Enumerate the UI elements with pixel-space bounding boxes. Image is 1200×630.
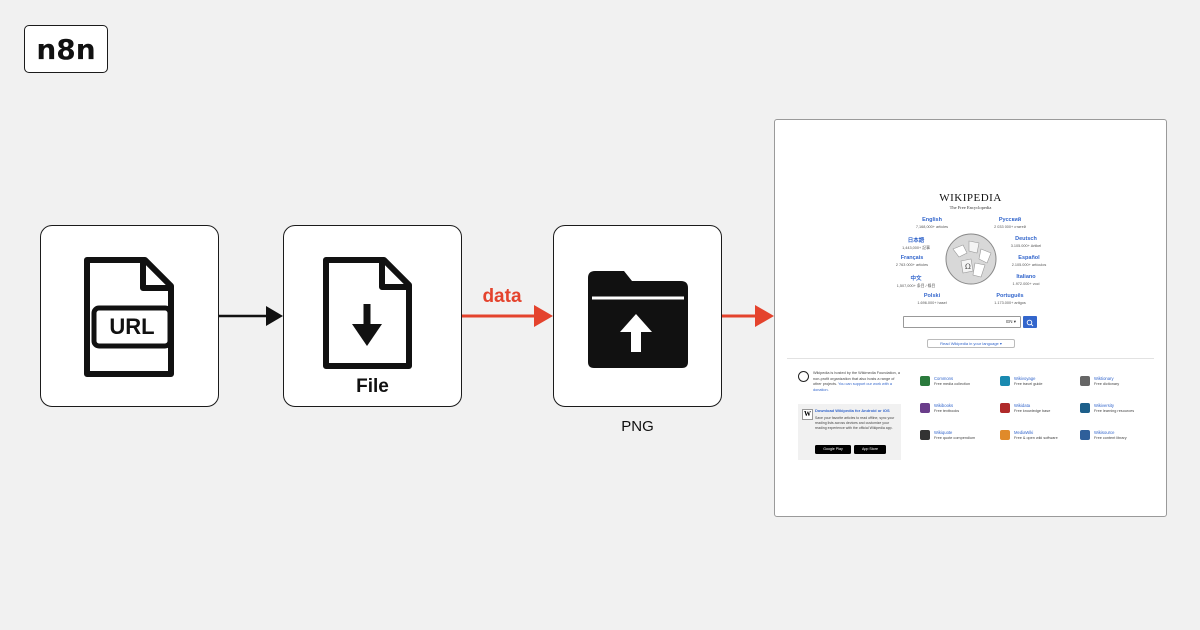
edge-url-to-file (219, 306, 283, 326)
mediawiki-icon (1000, 430, 1010, 440)
png-label: PNG (621, 418, 654, 435)
svg-text:Ω: Ω (965, 263, 971, 271)
edge-file-to-png (452, 305, 553, 327)
wikiversity-icon (1080, 403, 1090, 413)
app-store-button[interactable]: App Store (854, 445, 886, 454)
search-icon (1026, 319, 1034, 327)
n8n-logo: n8n (24, 25, 108, 73)
file-node[interactable]: File (283, 225, 462, 407)
download-title[interactable]: Download Wikipedia for Android or iOS (815, 408, 890, 413)
folder-upload-icon (588, 271, 688, 368)
search-input[interactable]: EN ▾ (903, 316, 1021, 328)
search-button[interactable] (1023, 316, 1037, 328)
wikipedia-w-icon: W (802, 409, 813, 420)
download-text: Save your favorite articles to read offl… (815, 416, 895, 430)
search-language-select[interactable]: EN ▾ (1006, 319, 1016, 324)
png-node[interactable] (553, 225, 722, 407)
wiktionary-icon (1080, 376, 1090, 386)
url-icon-text: URL (109, 314, 155, 339)
wikiquote-icon (920, 430, 930, 440)
file-label: File (356, 376, 389, 397)
donation-link[interactable]: You can support our work with a donation… (813, 382, 892, 392)
edge-png-to-screenshot (722, 305, 774, 327)
google-play-button[interactable]: Google Play (815, 445, 851, 454)
url-file-icon (84, 257, 174, 377)
wikipedia-globe-icon: Ω (945, 233, 997, 285)
wikidata-icon (1000, 403, 1010, 413)
divider (787, 358, 1154, 359)
wikivoyage-icon (1000, 376, 1010, 386)
url-node[interactable]: URL (40, 225, 219, 407)
commons-icon (920, 376, 930, 386)
about-text: Wikipedia is hosted by the Wikimedia Fou… (813, 371, 900, 392)
download-app-box: W Download Wikipedia for Android or iOS … (798, 404, 901, 460)
wikipedia-subtitle: The Free Encyclopedia (949, 205, 992, 210)
wikibooks-icon (920, 403, 930, 413)
file-download-icon (323, 257, 412, 369)
read-in-your-language-button[interactable]: Read Wikipedia in your language ▾ (927, 339, 1015, 348)
wikipedia-screenshot: WIKIPEDIA The Free Encyclopedia Ω Englis… (774, 119, 1167, 517)
wikisource-icon (1080, 430, 1090, 440)
wikimedia-foundation-icon (798, 371, 809, 382)
edge-data-label: data (482, 286, 522, 307)
wikipedia-title: WIKIPEDIA (939, 192, 1002, 204)
